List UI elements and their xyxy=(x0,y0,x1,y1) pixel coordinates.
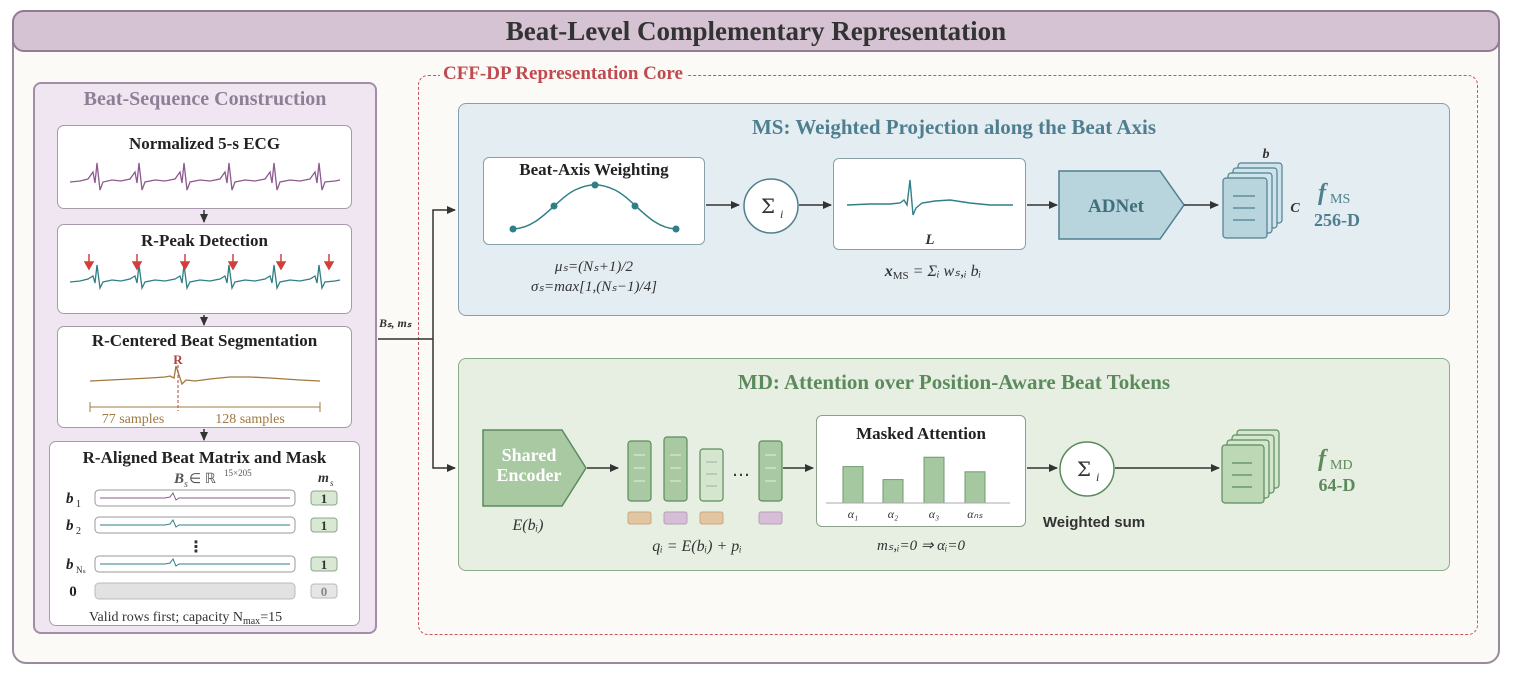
core-label: CFF-DP Representation Core xyxy=(440,63,686,85)
beat-row-1: b 1 1 xyxy=(66,489,338,510)
attention-bar xyxy=(882,479,904,504)
svg-text:Σ: Σ xyxy=(761,194,775,218)
beat-tokens xyxy=(627,436,783,502)
left-samples-label: 77 samples xyxy=(102,412,165,427)
svg-text:1: 1 xyxy=(76,499,81,510)
mask-header: m xyxy=(318,471,329,486)
f-md-symbol: f xyxy=(1318,446,1328,472)
alpha-labels: α₁ α₂ α₃ αₙₛ xyxy=(848,507,984,521)
attention-bar xyxy=(923,456,945,504)
ms-dim: 256-D xyxy=(1314,210,1360,230)
rows-ellipsis: ⋮ xyxy=(188,537,204,556)
svg-text:i: i xyxy=(1096,470,1099,484)
beat-matrix-title: R-Aligned Beat Matrix and Mask xyxy=(82,448,327,467)
segmented-beat xyxy=(89,365,321,386)
svg-text:∈ ℝ: ∈ ℝ xyxy=(189,472,216,487)
svg-text:s: s xyxy=(184,479,188,490)
svg-text:15×205: 15×205 xyxy=(224,468,252,478)
sample-range-bracket xyxy=(89,402,321,412)
attention-bar xyxy=(964,471,986,504)
beat-row-n: b Nₛ 1 xyxy=(66,555,338,575)
svg-text:1: 1 xyxy=(321,491,328,506)
rpeak-waveform xyxy=(69,264,341,291)
svg-text:Σ: Σ xyxy=(1077,457,1091,481)
attention-title: Masked Attention xyxy=(856,424,986,443)
ecg-card: Normalized 5-s ECG xyxy=(57,125,352,209)
connector-lines xyxy=(378,206,456,472)
connector-label: Bₛ, mₛ xyxy=(378,316,412,330)
rpeak-card: R-Peak Detection xyxy=(57,224,352,314)
x-ms-formula: xMS = Σᵢ wₛ,ᵢ bᵢ xyxy=(884,263,981,282)
svg-text:Shared: Shared xyxy=(502,445,557,465)
svg-text:C: C xyxy=(1290,201,1300,216)
padding-row: 0 0 xyxy=(69,582,338,600)
ms-projected-waveform xyxy=(846,179,1013,216)
beat-sequence-title: Beat-Sequence Construction xyxy=(83,88,327,110)
attention-bars xyxy=(842,456,986,504)
beat-row-2: b 2 1 xyxy=(66,516,338,537)
sigma-formula: σₛ=max[1,(Nₛ−1)/4] xyxy=(531,279,657,295)
attention-bar xyxy=(842,466,864,504)
ms-sum-node xyxy=(743,178,799,234)
md-sum-node xyxy=(1059,441,1115,497)
matrix-footer: Valid rows first; capacity Nmax=15 xyxy=(89,610,282,627)
svg-text:s: s xyxy=(330,478,334,488)
segmentation-card: R-Centered Beat Segmentation xyxy=(57,326,352,428)
svg-text:ADNet: ADNet xyxy=(1088,196,1145,217)
mu-formula: μₛ=(Nₛ+1)/2 xyxy=(554,259,634,275)
adnet-block xyxy=(1058,170,1185,240)
alpha-label: α₂ xyxy=(888,507,898,521)
md-feature-stack xyxy=(1221,429,1280,504)
ecg-card-title: Normalized 5-s ECG xyxy=(128,134,281,153)
token-formula: qᵢ = E(bᵢ) + pᵢ xyxy=(652,538,742,555)
svg-text:Nₛ: Nₛ xyxy=(76,565,86,575)
md-title: MD: Attention over Position-Aware Beat T… xyxy=(737,370,1171,394)
svg-text:MS: MS xyxy=(1330,192,1350,207)
ecg-waveform xyxy=(69,162,341,191)
svg-text:i: i xyxy=(780,207,783,221)
svg-text:1: 1 xyxy=(321,557,328,572)
right-samples-label: 128 samples xyxy=(215,412,285,427)
waveform-length-label: L xyxy=(924,232,934,248)
gaussian-curve xyxy=(512,184,677,230)
alpha-label: α₃ xyxy=(929,507,939,521)
beat-axis-weighting-box: Beat-Axis Weighting xyxy=(483,157,705,245)
md-dim: 64-D xyxy=(1319,475,1356,495)
svg-text:b: b xyxy=(1263,147,1270,162)
f-ms-symbol: f xyxy=(1318,180,1328,206)
matrix-symbol: B xyxy=(173,471,184,487)
tokens-ellipsis: … xyxy=(732,460,750,481)
mask-formula: mₛ,ᵢ=0 ⇒ αᵢ=0 xyxy=(877,538,966,554)
weighted-sum-label: Weighted sum xyxy=(1043,514,1145,531)
svg-text:0: 0 xyxy=(69,584,77,600)
weight-points xyxy=(509,181,680,233)
segmentation-card-title: R-Centered Beat Segmentation xyxy=(91,331,318,350)
page-title: Beat-Level Complementary Representation xyxy=(12,10,1500,52)
svg-text:b: b xyxy=(66,491,74,507)
alpha-label: α₁ xyxy=(848,507,858,521)
r-label: R xyxy=(173,352,183,367)
representation-core-box xyxy=(418,75,1478,635)
svg-text:Encoder: Encoder xyxy=(497,465,562,485)
svg-text:MD: MD xyxy=(1330,458,1353,473)
shared-encoder-block xyxy=(482,429,587,507)
rpeak-card-title: R-Peak Detection xyxy=(141,231,268,250)
ms-title: MS: Weighted Projection along the Beat A… xyxy=(751,115,1157,139)
r-peak-arrows xyxy=(83,254,335,271)
position-embeddings xyxy=(627,511,783,525)
weighting-title: Beat-Axis Weighting xyxy=(519,160,669,179)
svg-text:0: 0 xyxy=(321,584,328,599)
svg-text:b: b xyxy=(66,557,74,573)
svg-text:b: b xyxy=(66,518,74,534)
encoder-formula: E(bᵢ) xyxy=(512,517,544,534)
ms-feature-stack xyxy=(1222,162,1283,239)
alpha-label: αₙₛ xyxy=(967,507,983,521)
svg-text:2: 2 xyxy=(76,526,81,537)
svg-text:1: 1 xyxy=(321,518,328,533)
